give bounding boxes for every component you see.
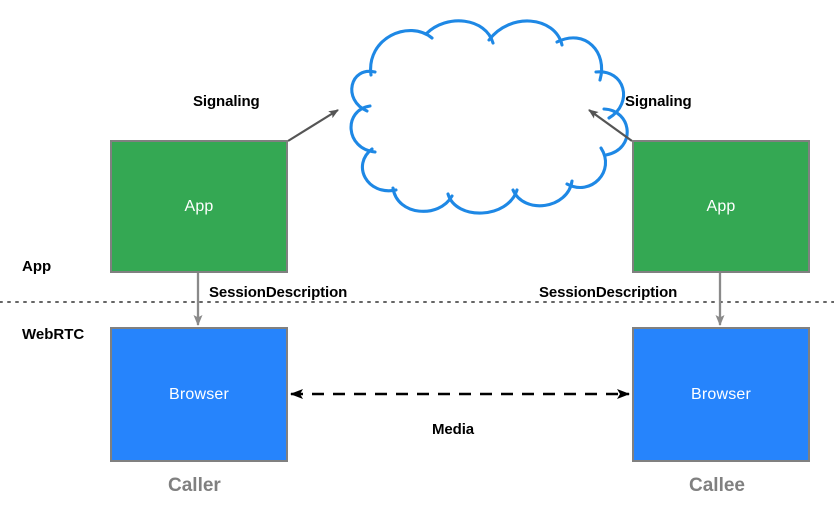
callee-signaling-arrow xyxy=(588,109,633,142)
signaling-cloud-icon xyxy=(349,19,629,215)
caller-signaling-label: Signaling xyxy=(193,93,260,110)
caller-browser-label: Browser xyxy=(168,385,230,403)
callee-browser-box[interactable]: Browser xyxy=(632,327,810,462)
caller-browser-box[interactable]: Browser xyxy=(110,327,288,462)
callee-app-label: App xyxy=(706,197,736,215)
media-label: Media xyxy=(432,421,475,438)
webrtc-layer-label: WebRTC xyxy=(22,326,85,343)
caller-app-box[interactable]: App xyxy=(110,140,288,273)
caller-signaling-arrow xyxy=(287,109,339,142)
callee-signaling-label: Signaling xyxy=(625,93,692,110)
caller-role-label: Caller xyxy=(168,475,221,496)
callee-role-label: Callee xyxy=(689,475,745,496)
caller-sessiondescription-label: SessionDescription xyxy=(209,284,348,301)
app-layer-label: App xyxy=(22,258,52,275)
caller-app-label: App xyxy=(184,197,214,215)
callee-app-box[interactable]: App xyxy=(632,140,810,273)
callee-browser-label: Browser xyxy=(690,385,752,403)
callee-sessiondescription-label: SessionDescription xyxy=(539,284,678,301)
